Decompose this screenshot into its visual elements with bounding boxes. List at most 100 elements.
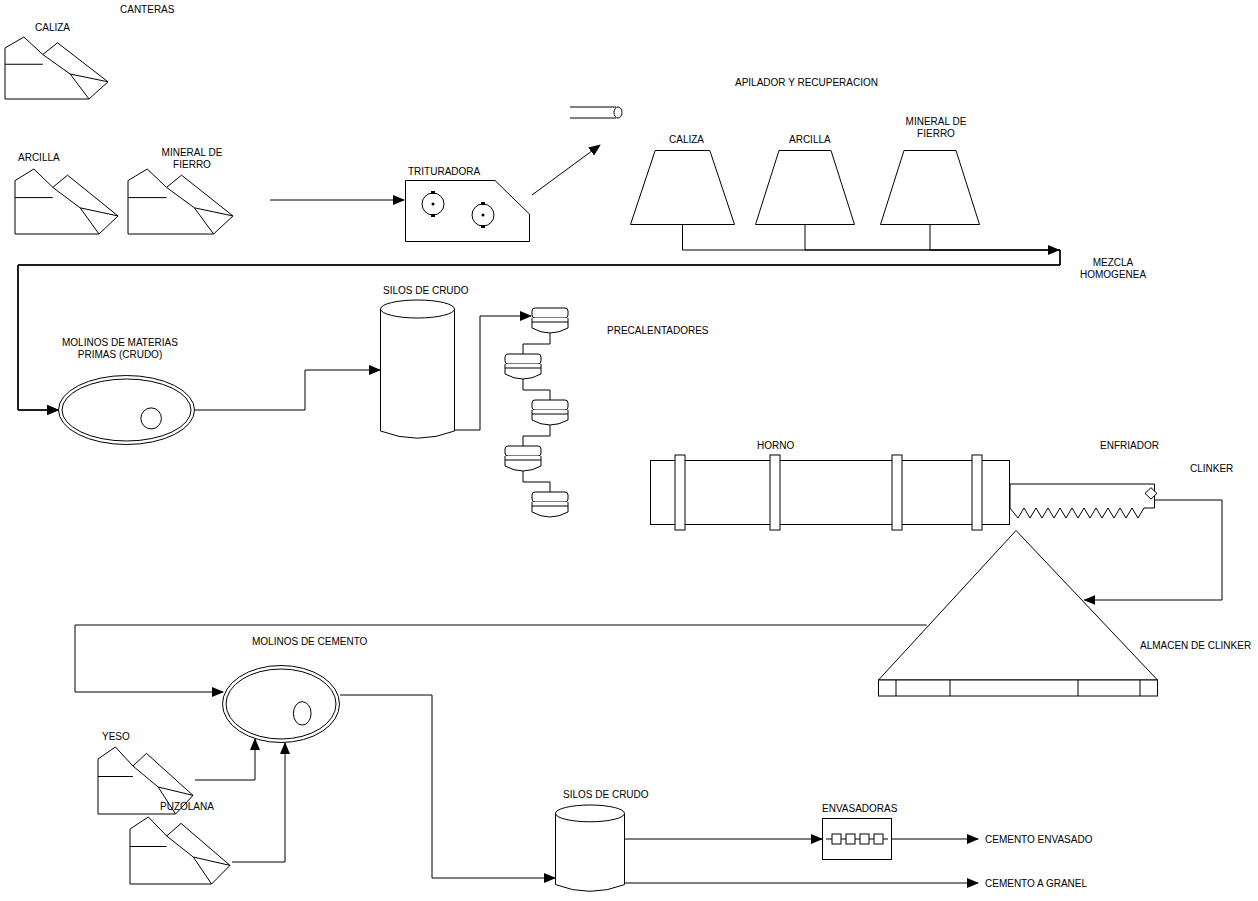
quarry: CALIZA xyxy=(5,35,110,100)
flow-connector xyxy=(195,370,380,410)
flow-connector xyxy=(18,225,1060,410)
flow-connector xyxy=(270,200,404,201)
flow-label-wrap: CANTERAS xyxy=(120,4,174,16)
clinker-store: ALMACEN DE CLINKER xyxy=(878,530,1158,697)
quarry: MINERAL DE FIERRO xyxy=(128,167,235,235)
flow-label-wrap: CEMENTO A GRANEL xyxy=(985,878,1087,890)
stockpile: MINERAL DE FIERRO xyxy=(880,150,980,225)
node-label: SILOS DE CRUDO xyxy=(563,789,649,800)
node-label: HORNO xyxy=(757,440,794,451)
node-label-wrap: CALIZA xyxy=(669,134,704,146)
flow-label: CANTERAS xyxy=(120,4,174,15)
flow-label-wrap: APILADOR Y RECUPERACION xyxy=(735,77,878,89)
flow-connector xyxy=(18,225,1060,410)
node-label-wrap: PRECALENTADORES xyxy=(607,325,709,337)
node-label-wrap: SILOS DE CRUDO xyxy=(563,789,649,801)
cement-mill: MOLINOS DE CEMENTO xyxy=(222,665,340,743)
packer: ENVASADORAS xyxy=(822,818,892,860)
flow-connector xyxy=(18,225,1060,410)
stacker-tube xyxy=(570,107,616,108)
node-label: MOLINOS DE MATERIAS PRIMAS (CRUDO) xyxy=(62,337,178,360)
raw-silo-shape xyxy=(380,300,455,440)
stockpile-shape xyxy=(755,150,855,225)
node-label: ARCILLA xyxy=(789,134,831,145)
flow-connector xyxy=(340,695,555,878)
node-label-wrap: MOLINOS DE CEMENTO xyxy=(252,636,367,648)
cement-silo-shape xyxy=(555,805,625,893)
quarry-shape xyxy=(128,167,235,235)
node-label: ARCILLA xyxy=(18,152,60,163)
node-label: ALMACEN DE CLINKER xyxy=(1140,640,1251,651)
stockpile-shape xyxy=(630,150,735,225)
node-label-wrap: ALMACEN DE CLINKER xyxy=(1140,640,1251,652)
stacker-tube xyxy=(570,118,616,119)
flow-label: CEMENTO ENVASADO xyxy=(985,834,1092,845)
flow-label: APILADOR Y RECUPERACION xyxy=(735,77,878,88)
node-label-wrap: SILOS DE CRUDO xyxy=(383,285,469,297)
stacker-arrow xyxy=(532,145,600,195)
node-label: ENVASADORAS xyxy=(822,803,897,814)
node-label: SILOS DE CRUDO xyxy=(383,285,469,296)
node-label: MINERAL DE FIERRO xyxy=(162,147,223,170)
preheater-tower: PRECALENTADORES xyxy=(505,308,595,528)
flow-label: MEZCLA HOMOGENEA xyxy=(1080,257,1146,280)
quarry: ARCILLA xyxy=(15,167,120,235)
node-label: YESO xyxy=(102,731,130,742)
stockpile: CALIZA xyxy=(630,150,735,225)
cement-mill-shape xyxy=(222,665,340,743)
stockpile-shape xyxy=(880,150,980,225)
raw-silo: SILOS DE CRUDO xyxy=(380,300,455,440)
flow-connector xyxy=(1084,500,1222,600)
crusher: TRITURADORA xyxy=(405,180,530,242)
quarry-shape xyxy=(15,167,120,235)
raw-mill-shape xyxy=(58,375,195,445)
stacker-end xyxy=(614,107,622,118)
node-label: CALIZA xyxy=(669,134,704,145)
node-label-wrap: ARCILLA xyxy=(18,152,60,164)
flow-label-wrap: MEZCLA HOMOGENEA xyxy=(1080,257,1146,280)
node-label-wrap: TRITURADORA xyxy=(408,166,480,178)
node-label: PUZOLANA xyxy=(160,801,214,812)
node-label-wrap: CALIZA xyxy=(35,22,70,34)
flow-label-wrap: CLINKER xyxy=(1190,463,1233,475)
rotary-kiln-shape xyxy=(650,460,1010,525)
preheater-tower-shape xyxy=(505,308,595,528)
output-arrow xyxy=(892,839,978,840)
flow-label: CEMENTO A GRANEL xyxy=(985,878,1087,889)
crusher-shape xyxy=(405,180,530,242)
flow-connector xyxy=(75,625,927,692)
stockpile: ARCILLA xyxy=(755,150,855,225)
node-label-wrap: MINERAL DE FIERRO xyxy=(158,147,226,170)
output-arrow xyxy=(625,883,978,884)
node-label: CALIZA xyxy=(35,22,70,33)
flow-label-wrap: CEMENTO ENVASADO xyxy=(985,834,1092,846)
node-label: ENFRIADOR xyxy=(1100,440,1159,451)
quarry-shape xyxy=(130,815,232,885)
clinker-cooler-shape xyxy=(1010,478,1155,522)
node-label: PRECALENTADORES xyxy=(607,325,709,336)
rotary-kiln: HORNO xyxy=(650,460,1010,525)
packer-shape xyxy=(822,818,892,860)
flow-connector xyxy=(625,839,822,840)
node-label-wrap: MOLINOS DE MATERIAS PRIMAS (CRUDO) xyxy=(58,337,182,360)
flow-connector xyxy=(232,743,285,862)
node-label: MOLINOS DE CEMENTO xyxy=(252,636,367,647)
node-label-wrap: ENVASADORAS xyxy=(822,803,897,815)
node-label-wrap: ARCILLA xyxy=(789,134,831,146)
clinker-store-shape xyxy=(878,530,1158,697)
node-label-wrap: ENFRIADOR xyxy=(1100,440,1159,452)
node-label-wrap: PUZOLANA xyxy=(160,801,214,813)
cement-silo: SILOS DE CRUDO xyxy=(555,805,625,893)
node-label-wrap: HORNO xyxy=(757,440,794,452)
quarry-shape xyxy=(5,35,110,100)
flow-connector xyxy=(195,739,255,780)
node-label-wrap: MINERAL DE FIERRO xyxy=(902,116,970,139)
flow-label: CLINKER xyxy=(1190,463,1233,474)
node-label: MINERAL DE FIERRO xyxy=(906,116,967,139)
clinker-cooler: ENFRIADOR xyxy=(1010,478,1155,522)
node-label: TRITURADORA xyxy=(408,166,480,177)
raw-mill: MOLINOS DE MATERIAS PRIMAS (CRUDO) xyxy=(58,375,195,445)
node-label-wrap: YESO xyxy=(102,731,130,743)
